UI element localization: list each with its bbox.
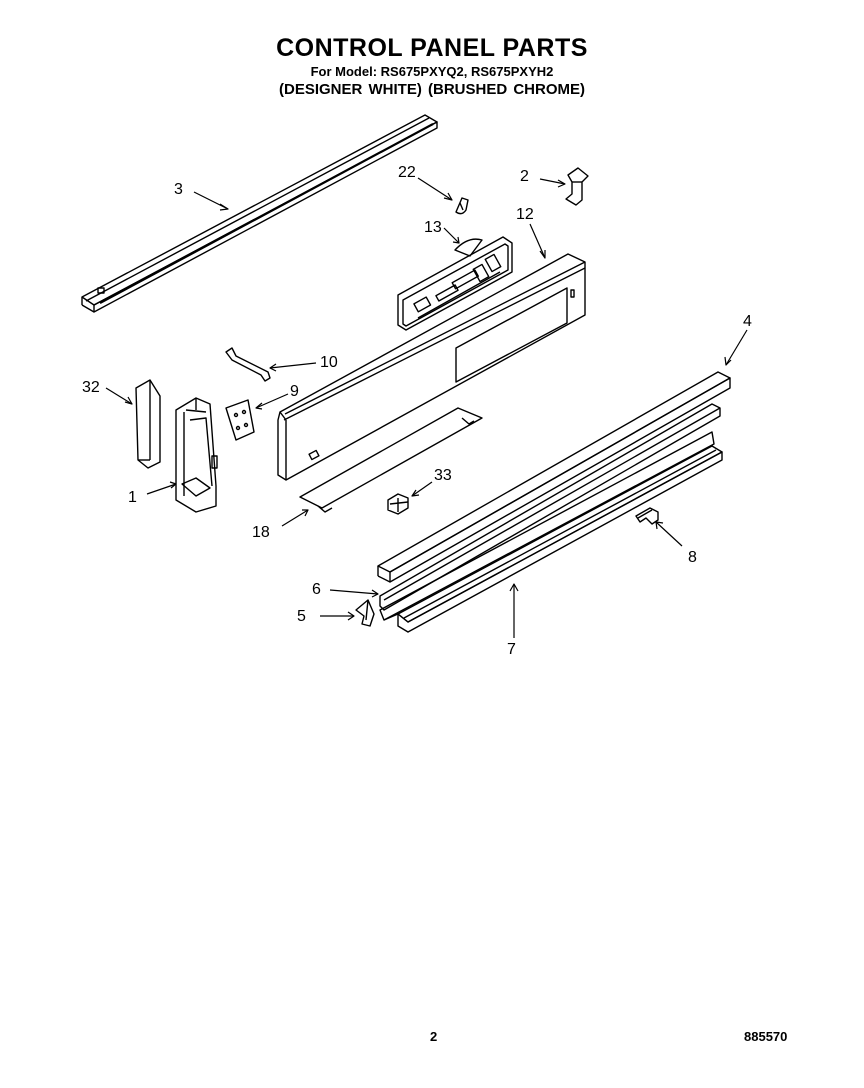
- part-22-clip: [455, 197, 469, 215]
- callout-labels: 3 22 2 13 12 4 10 9 32 1 18 33 6 5 7 8: [82, 164, 752, 658]
- callout-6: 6: [312, 581, 321, 598]
- part-3-top-trim: [81, 114, 438, 313]
- part-9-mounting-plate: [225, 399, 255, 441]
- part-5-end-cap: [355, 599, 375, 627]
- part-12-control-panel: [277, 253, 586, 481]
- callout-13: 13: [424, 219, 442, 236]
- part-18-lower-plate: [299, 407, 483, 513]
- document-number: 885570: [744, 1029, 788, 1044]
- callout-9: 9: [290, 383, 299, 400]
- callout-22: 22: [398, 164, 416, 181]
- callout-5: 5: [297, 608, 306, 625]
- leader-lines: [105, 177, 748, 638]
- part-2-bracket: [565, 167, 589, 206]
- callout-1: 1: [128, 489, 137, 506]
- part-8-clip: [635, 507, 659, 525]
- part-6-trim-strip: [379, 403, 721, 611]
- callout-8: 8: [688, 549, 697, 566]
- part-13-control-board: [397, 236, 513, 331]
- part-1-end-cap: [175, 397, 218, 513]
- part-33-connector: [387, 493, 409, 515]
- part-7-base-channel: [379, 431, 723, 633]
- callout-12: 12: [516, 206, 534, 223]
- callout-32: 32: [82, 379, 100, 396]
- callout-10: 10: [320, 354, 338, 371]
- page-number: 2: [430, 1029, 438, 1044]
- callout-18: 18: [252, 524, 270, 541]
- callout-2: 2: [520, 168, 529, 185]
- callout-3: 3: [174, 181, 183, 198]
- part-10-bracket: [225, 347, 271, 382]
- page-title: CONTROL PANEL PARTS: [276, 34, 588, 62]
- callout-33: 33: [434, 467, 452, 484]
- color-variants: (DESIGNER WHITE) (BRUSHED CHROME): [279, 81, 585, 98]
- part-4-front-rail: [377, 371, 731, 583]
- model-numbers: For Model: RS675PXYQ2, RS675PXYH2: [310, 64, 554, 79]
- callout-7: 7: [507, 641, 516, 658]
- part-32-side-bracket: [135, 379, 161, 469]
- callout-4: 4: [743, 313, 752, 330]
